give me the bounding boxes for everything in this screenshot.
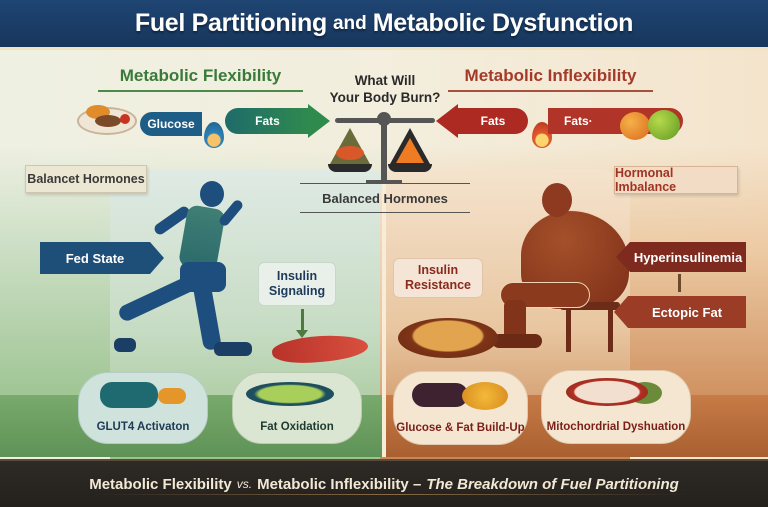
glucose-ribbon: Glucose xyxy=(140,112,202,136)
food-item-icon xyxy=(95,115,121,127)
seated-figure-head xyxy=(542,183,572,217)
footer-vs: vs. xyxy=(236,477,253,491)
scale-pan-left xyxy=(328,164,372,172)
question-line2: Your Body Burn? xyxy=(329,90,441,105)
fed-state-label: Fed State xyxy=(40,242,150,274)
scale-pivot xyxy=(377,112,391,126)
footer-banner: Metabolic Flexibility vs. Metabolic Infl… xyxy=(0,459,768,507)
fat-oxidation-label: Fat Oxidation xyxy=(260,421,334,433)
hormonal-imbalance-tag: Hormonal Imbalance xyxy=(614,166,738,194)
fats-label-right: Fats xyxy=(480,114,506,128)
shoe-icon xyxy=(214,342,252,356)
fat-globule-icon xyxy=(462,382,508,410)
balancet-hormones-tag: Balancet Hormones xyxy=(25,165,147,193)
fats-label-right-2: Fats· xyxy=(564,114,593,128)
buildup-label: Glucose & Fat Build-Up xyxy=(396,422,525,434)
scale-post xyxy=(381,122,387,182)
center-divider xyxy=(382,160,386,457)
damaged-mitochondria-icon xyxy=(566,378,648,406)
stool-leg xyxy=(566,308,571,352)
fats-ribbon-right: Fats xyxy=(458,108,528,134)
insulin-resistance-line1: Insulin xyxy=(417,263,459,277)
stool-icon xyxy=(560,302,620,310)
arrow-down-icon xyxy=(296,330,308,338)
seated-figure-feet xyxy=(492,334,542,348)
title-conj: and xyxy=(332,12,367,34)
connector-line xyxy=(301,309,304,333)
buildup-card: Glucose & Fat Build-Up xyxy=(393,371,528,445)
runner-head xyxy=(200,181,224,207)
title-part1: Fuel Partitioning xyxy=(134,9,327,37)
fats-ribbon-left: Fats xyxy=(225,108,310,134)
insulin-signaling-bubble: Insulin Signaling xyxy=(258,262,336,306)
fatty-organ-icon xyxy=(398,318,498,358)
center-question: What Will Your Body Burn? xyxy=(325,72,445,106)
arrow-left-icon xyxy=(616,242,630,272)
question-line1: What Will xyxy=(354,73,416,88)
glucose-label: Glucose xyxy=(147,117,195,131)
footer-part1: Metabolic Flexibility xyxy=(89,475,232,493)
glut4-label: GLUT4 Activaton xyxy=(96,421,190,433)
shoe-icon xyxy=(114,338,136,352)
seated-figure-shin xyxy=(504,300,526,345)
insulin-resistance-bubble: Insulin Resistance xyxy=(393,258,483,298)
insulin-resistance-line2: Resistance xyxy=(404,278,471,292)
food-item-icon xyxy=(120,114,130,124)
hyperinsulinemia-label: Hyperinsulinemia xyxy=(630,242,746,272)
glucose-molecule-icon xyxy=(158,388,186,404)
left-section-title: Metabolic Flexibility xyxy=(98,66,303,92)
balanced-hormones-label: Balanced Hormones xyxy=(300,183,470,213)
right-section-title: Metabolic Inflexibility xyxy=(448,66,653,92)
footer-part2: Metabolic Inflexibility – xyxy=(257,475,422,493)
arrow-left-icon xyxy=(614,296,628,328)
flame-triangle xyxy=(396,138,424,163)
insulin-signaling-line1: Insulin xyxy=(276,269,318,283)
fat-accumulation-icon xyxy=(412,383,468,407)
food-item-icon xyxy=(336,146,364,160)
insulin-signaling-line2: Signaling xyxy=(268,284,326,298)
glut4-transporter-icon xyxy=(100,382,158,408)
mitochondria-icon xyxy=(246,382,334,406)
scale-base xyxy=(366,180,402,184)
footer-subtitle: The Breakdown of Fuel Partitioning xyxy=(426,475,679,493)
mito-dysfunction-label: Mitochordrial Dyshuation xyxy=(546,421,686,433)
fat-cell-orange-icon xyxy=(620,112,650,140)
connector-line xyxy=(678,274,681,292)
arrow-right-icon xyxy=(308,104,330,138)
footer-rule xyxy=(90,494,690,495)
stool-leg xyxy=(608,308,613,352)
ectopic-fat-label: Ectopic Fat xyxy=(628,296,746,328)
arrow-right-icon xyxy=(150,242,164,274)
fats-label-left: Fats xyxy=(255,114,280,128)
title-part2: Metabolic Dysfunction xyxy=(372,9,634,37)
arrow-left-icon xyxy=(436,104,458,138)
scale-pan-right xyxy=(388,164,432,172)
energy-drop-icon xyxy=(204,122,224,148)
header-banner: Fuel Partitioning and Metabolic Dysfunct… xyxy=(0,0,768,50)
fat-cell-green-icon xyxy=(648,110,680,140)
flame-icon xyxy=(532,122,552,148)
